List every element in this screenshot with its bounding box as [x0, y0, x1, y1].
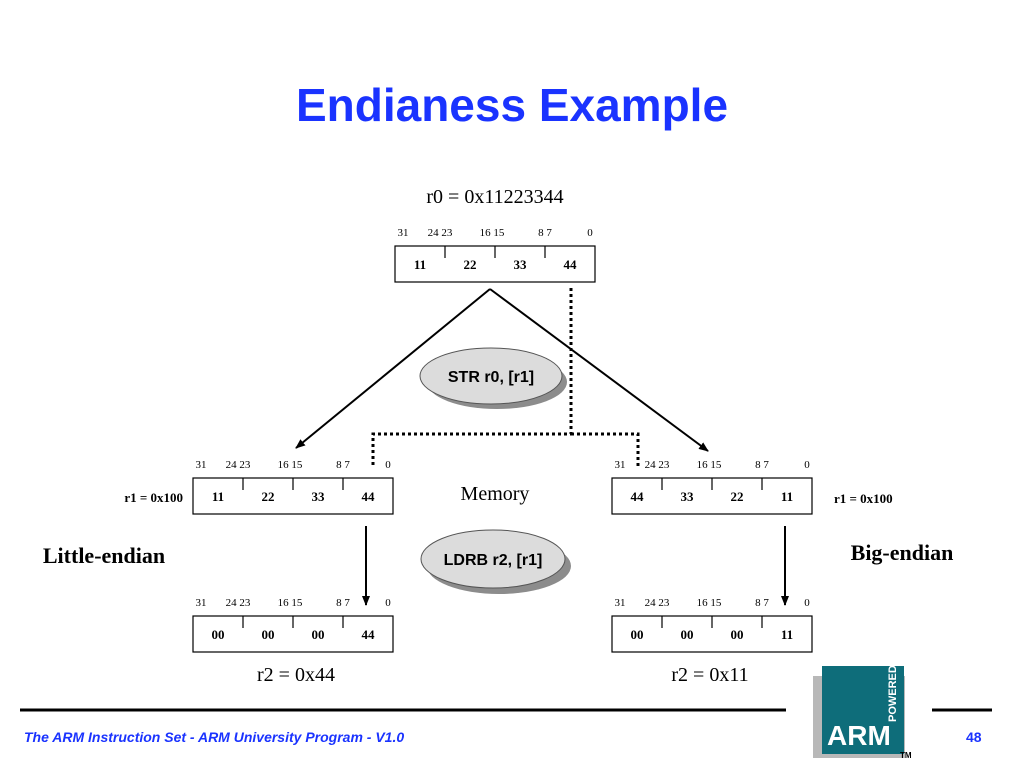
- byte-value: 22: [262, 489, 275, 504]
- register-r2-big: 31 24 23 16 15 8 7 0 00 00 00 11: [611, 597, 813, 653]
- bit-label: 16 15: [697, 459, 722, 471]
- byte-value: 00: [681, 627, 694, 642]
- bit-label: 24 23: [226, 597, 251, 609]
- bit-label: 31: [398, 227, 409, 239]
- bit-label: 24 23: [645, 597, 670, 609]
- register-r0: 31 24 23 16 15 8 7 0 11 22 33 44: [394, 227, 596, 283]
- bit-label: 16 15: [278, 597, 303, 609]
- r1-label-left: r1 = 0x100: [124, 490, 183, 505]
- byte-value: 33: [514, 257, 528, 272]
- footer-text: The ARM Instruction Set - ARM University…: [24, 729, 405, 745]
- memory-dotted-connector-right: [571, 432, 640, 466]
- byte-value: 00: [631, 627, 644, 642]
- bit-label: 31: [196, 597, 207, 609]
- bit-label: 0: [804, 459, 810, 471]
- bit-label: 8 7: [755, 597, 769, 609]
- bit-labels-r2-little: 31 24 23 16 15 8 7 0: [196, 597, 392, 609]
- byte-value: 11: [781, 489, 793, 504]
- arrow-to-little-endian: [295, 288, 491, 449]
- bit-label: 16 15: [278, 459, 303, 471]
- register-r2-little: 31 24 23 16 15 8 7 0 00 00 00 44: [192, 597, 394, 653]
- slide-title: Endianess Example: [295, 79, 729, 131]
- memory-dotted-connector: [371, 288, 573, 466]
- bit-labels-r0: 31 24 23 16 15 8 7 0: [398, 227, 594, 239]
- byte-value: 11: [414, 257, 426, 272]
- byte-value: 44: [362, 489, 376, 504]
- bit-label: 31: [615, 597, 626, 609]
- byte-value: 22: [464, 257, 477, 272]
- bit-label: 0: [804, 597, 810, 609]
- bit-label: 0: [587, 227, 593, 239]
- page-number: 48: [966, 729, 982, 745]
- byte-value: 44: [362, 627, 376, 642]
- arm-powered-logo: POWERED ARM TM: [813, 665, 912, 760]
- cells-r2-big: 00 00 00 11: [611, 615, 813, 653]
- bit-labels-mem-big: 31 24 23 16 15 8 7 0: [615, 459, 811, 471]
- bit-labels-r2-big: 31 24 23 16 15 8 7 0: [615, 597, 811, 609]
- register-mem-little: 31 24 23 16 15 8 7 0 11 22 33 44: [192, 459, 394, 515]
- bit-label: 16 15: [697, 597, 722, 609]
- little-endian-label: Little-endian: [43, 543, 165, 568]
- bit-label: 31: [615, 459, 626, 471]
- byte-value: 11: [781, 627, 793, 642]
- r0-label: r0 = 0x11223344: [426, 186, 563, 208]
- arrow-to-big-endian: [489, 288, 709, 452]
- cells-mem-big: 44 33 22 11: [611, 477, 813, 515]
- byte-value: 33: [681, 489, 695, 504]
- bit-label: 8 7: [336, 459, 350, 471]
- r2-big-label: r2 = 0x11: [671, 664, 748, 686]
- logo-vertical-text: POWERED: [887, 665, 899, 722]
- str-instruction-bubble: STR r0, [r1]: [419, 347, 567, 409]
- cells-r2-little: 00 00 00 44: [192, 615, 394, 653]
- byte-value: 11: [212, 489, 224, 504]
- bit-label: 8 7: [336, 597, 350, 609]
- str-instruction-text: STR r0, [r1]: [448, 369, 534, 386]
- ldrb-instruction-text: LDRB r2, [r1]: [444, 552, 543, 569]
- byte-value: 44: [631, 489, 645, 504]
- byte-value: 22: [731, 489, 744, 504]
- bit-label: 24 23: [226, 459, 251, 471]
- ldrb-instruction-bubble: LDRB r2, [r1]: [420, 529, 571, 594]
- byte-value: 33: [312, 489, 326, 504]
- big-endian-label: Big-endian: [851, 540, 954, 565]
- byte-value: 00: [312, 627, 325, 642]
- register-mem-big: 31 24 23 16 15 8 7 0 44 33 22 11: [611, 459, 813, 515]
- bit-label: 31: [196, 459, 207, 471]
- bit-label: 8 7: [755, 459, 769, 471]
- bit-labels-mem-little: 31 24 23 16 15 8 7 0: [196, 459, 392, 471]
- cells-mem-little: 11 22 33 44: [192, 477, 394, 515]
- byte-value: 00: [731, 627, 744, 642]
- bit-label: 0: [385, 597, 391, 609]
- byte-value: 00: [212, 627, 225, 642]
- bit-label: 16 15: [480, 227, 505, 239]
- bit-label: 24 23: [645, 459, 670, 471]
- logo-tm-text: TM: [900, 751, 912, 760]
- cells-r0: 11 22 33 44: [394, 245, 596, 283]
- byte-value: 44: [564, 257, 578, 272]
- r2-little-label: r2 = 0x44: [257, 664, 335, 686]
- memory-label: Memory: [461, 483, 530, 505]
- r1-label-right: r1 = 0x100: [834, 491, 893, 506]
- bit-label: 0: [385, 459, 391, 471]
- logo-arm-text: ARM: [827, 720, 891, 751]
- byte-value: 00: [262, 627, 275, 642]
- bit-label: 8 7: [538, 227, 552, 239]
- bit-label: 24 23: [428, 227, 453, 239]
